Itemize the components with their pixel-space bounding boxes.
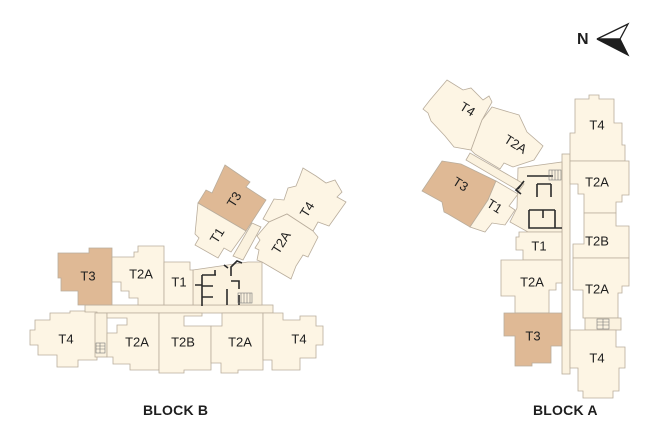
block-a-unit-t2b[interactable]: T2B [572,212,630,259]
block-a-unit-t1-left[interactable]: T1 [515,231,563,261]
block-a-diagonal-corridor [465,152,525,192]
block-b-unit-t2a-upper[interactable]: T2A [111,245,165,306]
block-a-unit-t2a-upper-right[interactable]: T2A [569,160,630,214]
block-b-unit-t1-lower[interactable]: T1 [163,261,194,306]
svg-text:T2A: T2A [228,334,252,349]
block-a-core-walls [514,175,562,229]
svg-text:T2A: T2A [585,174,609,189]
block-b-unit-t3-left[interactable]: T3 [57,247,113,306]
block-a-unit-t3-bottom[interactable]: T3 [503,312,563,367]
block-a-corridor [561,153,571,375]
svg-text:T4: T4 [589,350,604,365]
svg-text:T2B: T2B [171,334,195,349]
block-b-unit-t2a-rotated[interactable]: T2A [254,213,319,280]
block-a-title: BLOCK A [533,402,598,418]
block-a-unit-t3-rotated[interactable]: T3 [421,160,497,228]
block-a-unit-t4-top[interactable]: T4 [569,94,626,162]
north-label: N [577,31,589,48]
svg-text:T3: T3 [450,174,471,195]
block-a-unit-t2a-rotated[interactable]: T2A [470,106,544,170]
block-b-stair-1 [237,292,253,304]
block-b-core-walls [195,260,243,306]
block-b-diagonal-corridor [232,222,262,261]
block-b-unit-t2a-left[interactable]: T2A [106,312,160,371]
block-b-unit-t4-right[interactable]: T4 [262,312,324,371]
svg-text:T1: T1 [484,196,505,217]
svg-text:T3: T3 [224,189,245,210]
svg-text:T2A: T2A [520,274,544,289]
svg-text:T2B: T2B [585,233,609,248]
svg-text:T4: T4 [457,99,478,120]
svg-text:T4: T4 [58,331,73,346]
svg-text:T3: T3 [525,328,540,343]
svg-text:T4: T4 [297,199,318,220]
block-b-corridor [84,304,274,314]
block-a-unit-t2a-lower-right[interactable]: T2A [572,257,630,319]
north-arrow-icon [596,22,630,57]
block-a-unit-t2a-left[interactable]: T2A [500,259,563,314]
block-a-plan: T4 T2A T3 T1 T1 T2A T3 [421,79,630,399]
block-b-unit-t2b[interactable]: T2B [158,312,212,374]
svg-text:T3: T3 [80,268,95,283]
svg-text:T1: T1 [531,238,546,253]
svg-text:T2A: T2A [129,266,153,281]
svg-text:T1: T1 [171,274,186,289]
block-a-unit-t1-rotated[interactable]: T1 [469,180,519,233]
block-a-unit-t4-bottom[interactable]: T4 [569,329,626,399]
block-b-title: BLOCK B [143,402,209,418]
block-b-unit-t2a-right[interactable]: T2A [210,312,264,374]
svg-text:T1: T1 [207,225,228,246]
block-b-unit-t1-rotated[interactable]: T1 [194,202,247,259]
svg-text:T4: T4 [291,331,306,346]
svg-text:T2A: T2A [585,281,609,296]
block-b-unit-t4-left[interactable]: T4 [29,310,98,368]
block-b-plan: T3 T2A T1 T3 T1 T4 T2A [29,164,347,374]
svg-text:T2A: T2A [125,334,149,349]
svg-text:T4: T4 [589,117,604,132]
block-b-unit-t3-rotated[interactable]: T3 [197,164,267,232]
